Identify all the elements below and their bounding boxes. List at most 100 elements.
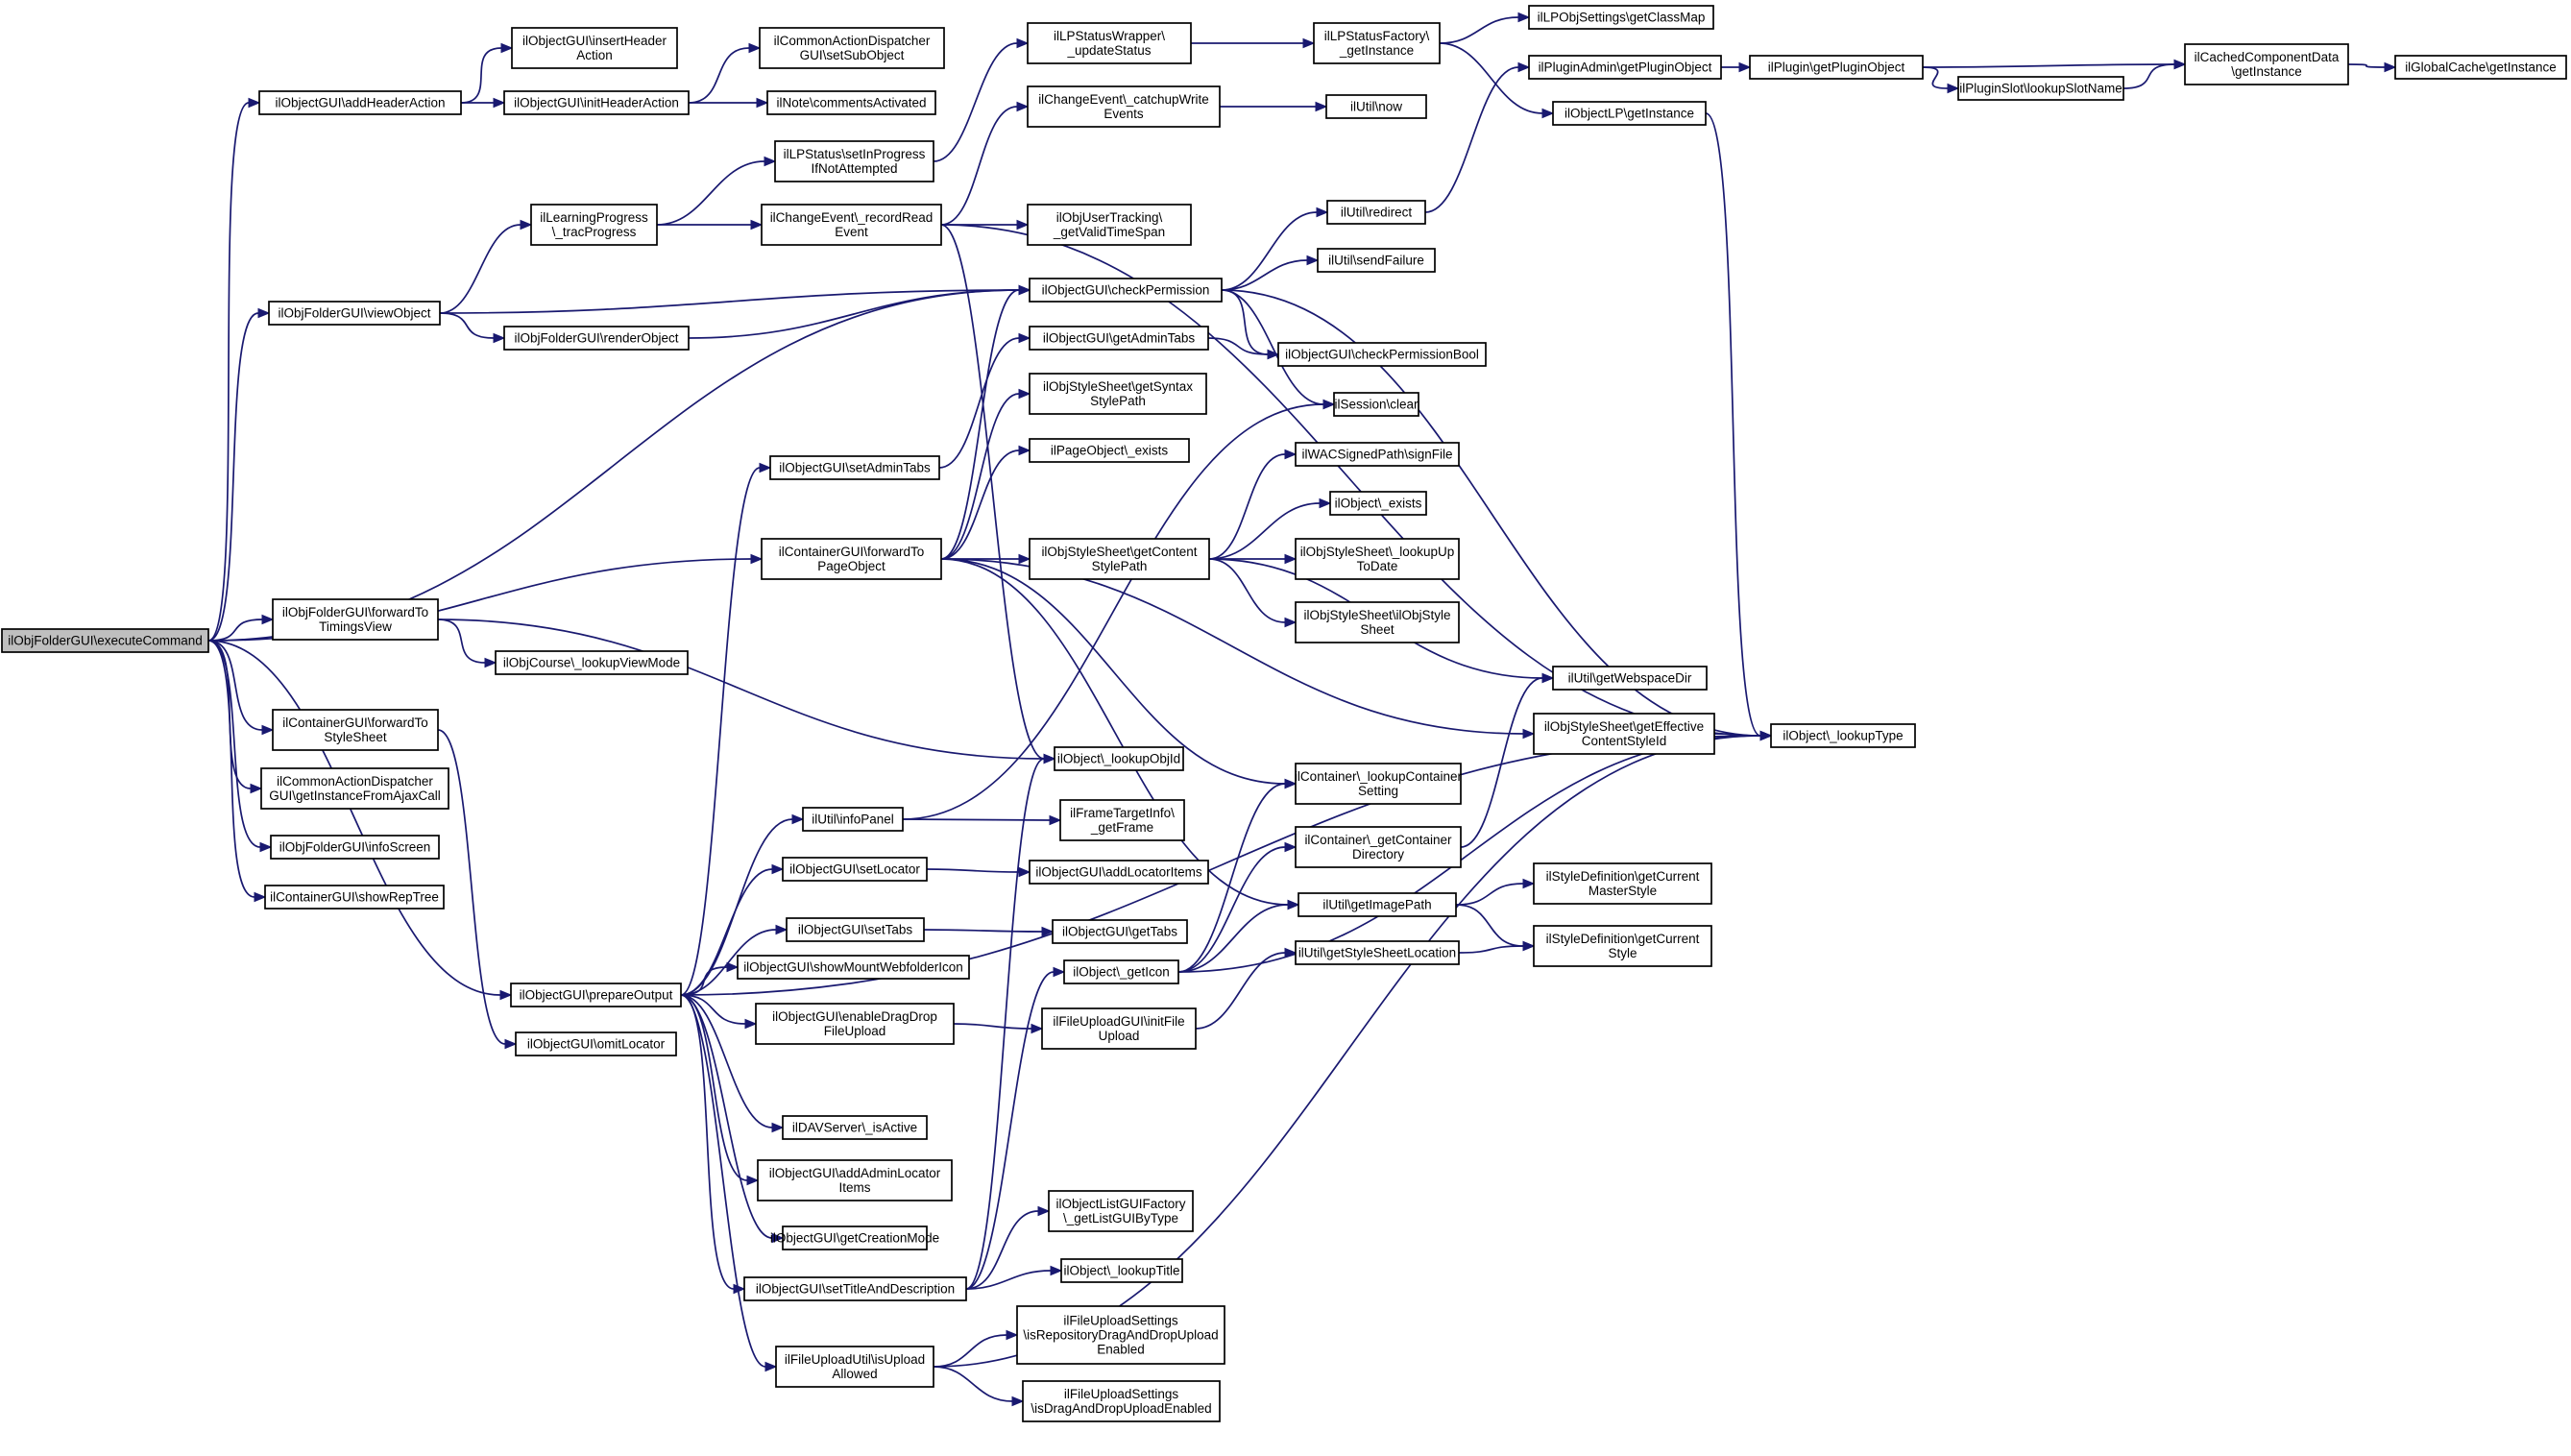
graph-node[interactable]: ilObjectGUI\setTabs — [786, 917, 925, 942]
graph-node[interactable]: ilObjectGUI\setTitleAndDescription — [743, 1276, 967, 1301]
graph-node[interactable]: ilObjectGUI\omitLocator — [515, 1031, 677, 1056]
graph-node[interactable]: ilFileUploadSettings\isRepositoryDragAnd… — [1016, 1305, 1225, 1365]
graph-node[interactable]: ilObjFolderGUI\renderObject — [503, 326, 690, 351]
graph-node[interactable]: ilObjectGUI\getAdminTabs — [1029, 326, 1209, 351]
graph-node[interactable]: ilObjectListGUIFactory\_getListGUIByType — [1048, 1190, 1194, 1232]
call-edge — [657, 219, 764, 231]
graph-node[interactable]: ilLPStatusFactory\_getInstance — [1313, 22, 1441, 64]
arrowhead — [1011, 1395, 1025, 1407]
graph-node[interactable]: ilObjectGUI\getCreationMode — [770, 1225, 939, 1250]
edge-line — [439, 224, 521, 314]
graph-node[interactable]: ilWACSignedPath\signFile — [1295, 442, 1460, 467]
edge-line — [965, 758, 1045, 1290]
graph-node[interactable]: ilLearningProgress\_tracProgress — [530, 204, 658, 246]
graph-node[interactable]: ilCommonActionDispatcherGUI\getInstanceF… — [260, 767, 449, 810]
graph-node[interactable]: ilObjectGUI\initHeaderAction — [503, 90, 690, 115]
edge-line — [207, 102, 250, 642]
graph-node[interactable]: ilPageObject\_exists — [1029, 438, 1190, 463]
graph-node[interactable]: ilLPStatusWrapper\_updateStatus — [1027, 22, 1192, 64]
graph-node[interactable]: ilUtil\getWebspaceDir — [1552, 666, 1708, 691]
node-box — [510, 983, 682, 1007]
graph-node[interactable]: ilObjectGUI\setAdminTabs — [769, 455, 940, 480]
node-label: ilUtil\getWebspaceDir — [1568, 671, 1692, 686]
call-edge — [940, 284, 1031, 560]
graph-node[interactable]: ilObjectGUI\setLocator — [782, 857, 928, 882]
node-box — [258, 90, 462, 115]
graph-node[interactable]: ilObject\_lookupType — [1770, 723, 1916, 748]
node-label: \_getListGUIByType — [1063, 1211, 1178, 1225]
graph-node[interactable]: ilUtil\infoPanel — [802, 807, 904, 832]
graph-node[interactable]: ilObjCourse\_lookupViewMode — [495, 650, 689, 675]
graph-node[interactable]: ilObject\_lookupObjId — [1054, 746, 1184, 771]
graph-node[interactable]: ilPluginAdmin\getPluginObject — [1528, 55, 1722, 80]
graph-node[interactable]: ilNote\commentsActivated — [766, 90, 936, 115]
graph-node[interactable]: ilObject\_getIcon — [1063, 959, 1179, 984]
graph-node[interactable]: ilLPObjSettings\getClassMap — [1528, 5, 1714, 30]
graph-node[interactable]: ilObjectLP\getInstance — [1552, 101, 1707, 126]
graph-node[interactable]: ilSession\clear — [1333, 392, 1419, 417]
graph-node[interactable]: ilUtil\getImagePath — [1298, 892, 1457, 917]
graph-node[interactable]: ilUtil\now — [1325, 94, 1427, 119]
node-label: ilWACSignedPath\signFile — [1301, 448, 1452, 462]
graph-node[interactable]: ilObjectGUI\prepareOutput — [510, 983, 682, 1007]
node-box — [1295, 940, 1460, 965]
node-box — [1022, 1380, 1221, 1422]
graph-node[interactable]: ilObjFolderGUI\infoScreen — [270, 835, 440, 860]
graph-node[interactable]: ilGlobalCache\getInstance — [2394, 55, 2567, 80]
graph-node[interactable]: ilObjectGUI\showMountWebfolderIcon — [737, 955, 970, 980]
edge-line — [1177, 846, 1286, 973]
graph-node[interactable]: ilFileUploadSettings\isDragAndDropUpload… — [1022, 1380, 1221, 1422]
edge-line — [1439, 16, 1519, 44]
arrowhead — [1018, 388, 1031, 400]
graph-node[interactable]: ilObjectGUI\addHeaderAction — [258, 90, 462, 115]
graph-node[interactable]: ilObjectGUI\addLocatorItems — [1029, 860, 1209, 885]
arrowhead — [1316, 206, 1329, 218]
node-box — [2394, 55, 2567, 80]
graph-node[interactable]: ilObjectGUI\getTabs — [1052, 919, 1188, 944]
edge-line — [1208, 453, 1286, 560]
graph-node[interactable]: ilObjFolderGUI\executeCommand — [1, 628, 209, 653]
graph-node[interactable]: ilObjectGUI\checkPermissionBool — [1277, 342, 1487, 367]
graph-node[interactable]: ilPluginSlot\lookupSlotName — [1957, 76, 2124, 101]
graph-node[interactable]: ilUtil\redirect — [1326, 200, 1426, 225]
graph-node[interactable]: ilObject\_lookupTitle — [1060, 1258, 1183, 1283]
graph-node[interactable]: ilObject\_exists — [1329, 491, 1427, 516]
graph-node[interactable]: ilObjectGUI\checkPermission — [1029, 278, 1223, 303]
graph-node[interactable]: ilObjStyleSheet\ilObjStyleSheet — [1295, 601, 1460, 643]
edge-line — [933, 42, 1018, 162]
graph-node[interactable]: ilObjUserTracking\_getValidTimeSpan — [1027, 204, 1192, 246]
call-edges — [207, 12, 2397, 1407]
graph-node[interactable]: ilUtil\getStyleSheetLocation — [1295, 940, 1460, 965]
call-edge — [1221, 289, 1280, 360]
graph-node[interactable]: ilUtil\sendFailure — [1317, 248, 1436, 273]
graph-node[interactable]: ilObjFolderGUI\viewObject — [268, 301, 441, 326]
graph-node[interactable]: ilDAVServer\_isActive — [782, 1115, 928, 1140]
graph-node[interactable]: ilCachedComponentData\getInstance — [2184, 43, 2349, 85]
graph-node[interactable]: ilContainerGUI\showRepTree — [264, 885, 445, 910]
node-label: ilObjCourse\_lookupViewMode — [503, 656, 680, 670]
graph-node[interactable]: ilFrameTargetInfo\_getFrame — [1059, 799, 1185, 841]
arrowhead — [1043, 753, 1056, 764]
graph-node[interactable]: ilObjStyleSheet\getEffectiveContentStyle… — [1533, 713, 1715, 755]
graph-node[interactable]: ilPlugin\getPluginObject — [1749, 55, 1924, 80]
call-edge — [461, 97, 506, 109]
